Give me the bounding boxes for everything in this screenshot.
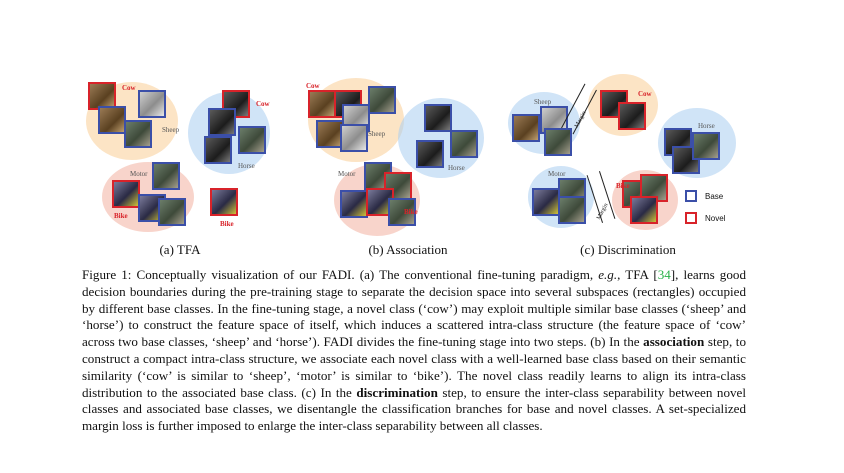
cow-image xyxy=(222,90,250,118)
bike-image xyxy=(210,188,238,216)
label-cow: Cow xyxy=(306,82,320,90)
legend-label-novel: Novel xyxy=(705,213,726,223)
label-horse: Horse xyxy=(698,122,715,130)
citation-link[interactable]: 34 xyxy=(657,267,671,282)
horse-image xyxy=(450,130,478,158)
horse-image xyxy=(208,108,236,136)
caption-eg: e.g. xyxy=(598,267,618,282)
panel-tfa: Cow Sheep Horse Cow Horse Motor Bike Bik… xyxy=(60,70,300,260)
label-motor: Motor xyxy=(130,170,148,178)
motor-image xyxy=(158,198,186,226)
motor-image xyxy=(558,196,586,224)
cow-image xyxy=(618,102,646,130)
label-sheep: Sheep xyxy=(368,130,386,138)
motor-image xyxy=(532,188,560,216)
motor-image xyxy=(388,198,416,226)
label-horse: Horse xyxy=(448,164,465,172)
horse-image xyxy=(416,140,444,168)
caption-bold-association: association xyxy=(643,334,705,350)
sheep-image xyxy=(98,106,126,134)
figure-caption: Figure 1: Conceptually visualization of … xyxy=(82,267,746,435)
horse-image xyxy=(204,136,232,164)
label-sheep: Sheep xyxy=(162,126,180,134)
panel-caption-association: (b) Association xyxy=(368,242,448,257)
legend-item-novel: Novel xyxy=(685,207,725,229)
legend-label-base: Base xyxy=(705,191,724,201)
sheep-image xyxy=(138,90,166,118)
sheep-image xyxy=(368,86,396,114)
horse-image xyxy=(692,132,720,160)
label-sheep: Sheep xyxy=(534,98,552,106)
sheep-image xyxy=(340,124,368,152)
label-motor: Motor xyxy=(548,170,566,178)
panel-association: Cow Sheep Horse Motor Bike (b) Associati… xyxy=(288,70,528,260)
horse-image xyxy=(424,104,452,132)
horse-image xyxy=(238,126,266,154)
label-horse: Horse xyxy=(238,162,255,170)
label-bike: Bike xyxy=(616,182,630,190)
motor-image xyxy=(152,162,180,190)
legend: Base Novel xyxy=(685,185,725,229)
label-bike: Bike xyxy=(114,212,128,220)
label-cow: Cow xyxy=(638,90,652,98)
label-bike: Bike xyxy=(220,220,234,228)
motor-image xyxy=(340,190,368,218)
label-bike: Bike xyxy=(404,208,418,216)
bike-image xyxy=(630,196,658,224)
caption-paragraph: Figure 1: Conceptually visualization of … xyxy=(82,267,746,435)
label-motor: Motor xyxy=(338,170,356,178)
caption-text: step, to construct a compact intra-class… xyxy=(82,334,746,400)
panel-caption-discrimination: (c) Discrimination xyxy=(580,242,676,257)
base-swatch xyxy=(685,190,697,202)
label-cow-2: Cow xyxy=(256,100,270,108)
caption-text: , TFA [ xyxy=(617,267,658,282)
label-cow: Cow xyxy=(122,84,136,92)
sheep-image xyxy=(124,120,152,148)
figure: Cow Sheep Horse Cow Horse Motor Bike Bik… xyxy=(60,70,780,260)
panel-discrimination: Margin Margin Sheep Cow Horse Motor Bike… xyxy=(508,70,788,260)
sheep-image xyxy=(544,128,572,156)
caption-text: ], learns good decision boundaries durin… xyxy=(82,267,746,350)
caption-bold-discrimination: discrimination xyxy=(356,384,438,400)
legend-item-base: Base xyxy=(685,185,725,207)
caption-text: step, to ensure the inter-class separabi… xyxy=(82,384,746,434)
novel-swatch xyxy=(685,212,697,224)
sheep-image xyxy=(512,114,540,142)
cow-image xyxy=(308,90,336,118)
bike-image xyxy=(112,180,140,208)
caption-text: Figure 1: Conceptually visualization of … xyxy=(82,267,599,282)
panel-caption-tfa: (a) TFA xyxy=(159,242,201,257)
